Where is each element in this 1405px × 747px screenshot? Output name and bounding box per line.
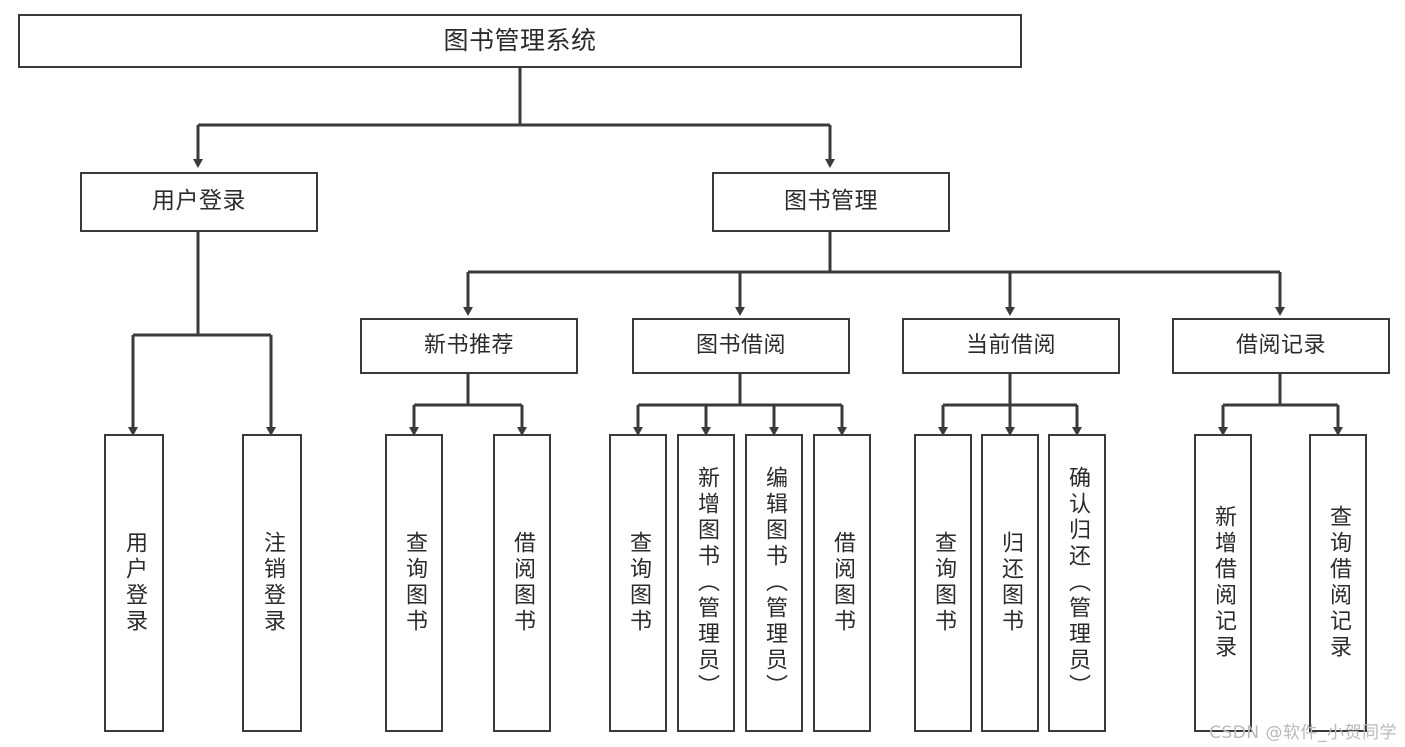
- leaf-recommend-borrow-book[interactable]: 借阅图书: [493, 434, 551, 732]
- leaf-current-query-book-label: 查询图书: [931, 531, 956, 635]
- node-current-borrow-label: 当前借阅: [965, 333, 1056, 359]
- node-book-borrow-label: 图书借阅: [695, 333, 786, 359]
- leaf-current-return-book[interactable]: 归还图书: [981, 434, 1039, 732]
- leaf-borrow-edit-book-label: 编辑图书（管理员）: [762, 466, 787, 700]
- leaf-record-add-record[interactable]: 新增借阅记录: [1194, 434, 1252, 732]
- node-book-management-label: 图书管理: [784, 188, 878, 215]
- leaf-borrow-edit-book[interactable]: 编辑图书（管理员）: [745, 434, 803, 732]
- leaf-record-query-record[interactable]: 查询借阅记录: [1309, 434, 1367, 732]
- leaf-current-confirm-return[interactable]: 确认归还（管理员）: [1048, 434, 1106, 732]
- leaf-borrow-query-book[interactable]: 查询图书: [609, 434, 667, 732]
- leaf-user-login-login-label: 用户登录: [122, 531, 147, 635]
- leaf-record-query-record-label: 查询借阅记录: [1326, 505, 1351, 661]
- leaf-current-return-book-label: 归还图书: [998, 531, 1023, 635]
- node-user-login-label: 用户登录: [152, 188, 246, 215]
- leaf-user-login-logout[interactable]: 注销登录: [242, 434, 302, 732]
- node-book-borrow[interactable]: 图书借阅: [632, 318, 850, 374]
- leaf-recommend-query-book[interactable]: 查询图书: [385, 434, 443, 732]
- leaf-borrow-borrow-book-label: 借阅图书: [830, 531, 855, 635]
- node-current-borrow[interactable]: 当前借阅: [902, 318, 1120, 374]
- leaf-borrow-add-book-label: 新增图书（管理员）: [694, 466, 719, 700]
- node-new-book-recommend-label: 新书推荐: [423, 333, 514, 359]
- leaf-recommend-borrow-book-label: 借阅图书: [510, 531, 535, 635]
- node-borrow-record-label: 借阅记录: [1235, 333, 1326, 359]
- node-book-management[interactable]: 图书管理: [712, 172, 950, 232]
- node-root-system-label: 图书管理系统: [443, 26, 597, 56]
- leaf-user-login-logout-label: 注销登录: [260, 531, 285, 635]
- node-new-book-recommend[interactable]: 新书推荐: [360, 318, 578, 374]
- leaf-user-login-login[interactable]: 用户登录: [104, 434, 164, 732]
- leaf-borrow-add-book[interactable]: 新增图书（管理员）: [677, 434, 735, 732]
- leaf-borrow-borrow-book[interactable]: 借阅图书: [813, 434, 871, 732]
- leaf-recommend-query-book-label: 查询图书: [402, 531, 427, 635]
- leaf-record-add-record-label: 新增借阅记录: [1211, 505, 1236, 661]
- node-root-system[interactable]: 图书管理系统: [18, 14, 1022, 68]
- node-user-login[interactable]: 用户登录: [80, 172, 318, 232]
- leaf-current-query-book[interactable]: 查询图书: [914, 434, 972, 732]
- node-borrow-record[interactable]: 借阅记录: [1172, 318, 1390, 374]
- leaf-current-confirm-return-label: 确认归还（管理员）: [1065, 466, 1090, 700]
- watermark-text: CSDN @软件_小贺同学: [1209, 723, 1397, 743]
- leaf-borrow-query-book-label: 查询图书: [626, 531, 651, 635]
